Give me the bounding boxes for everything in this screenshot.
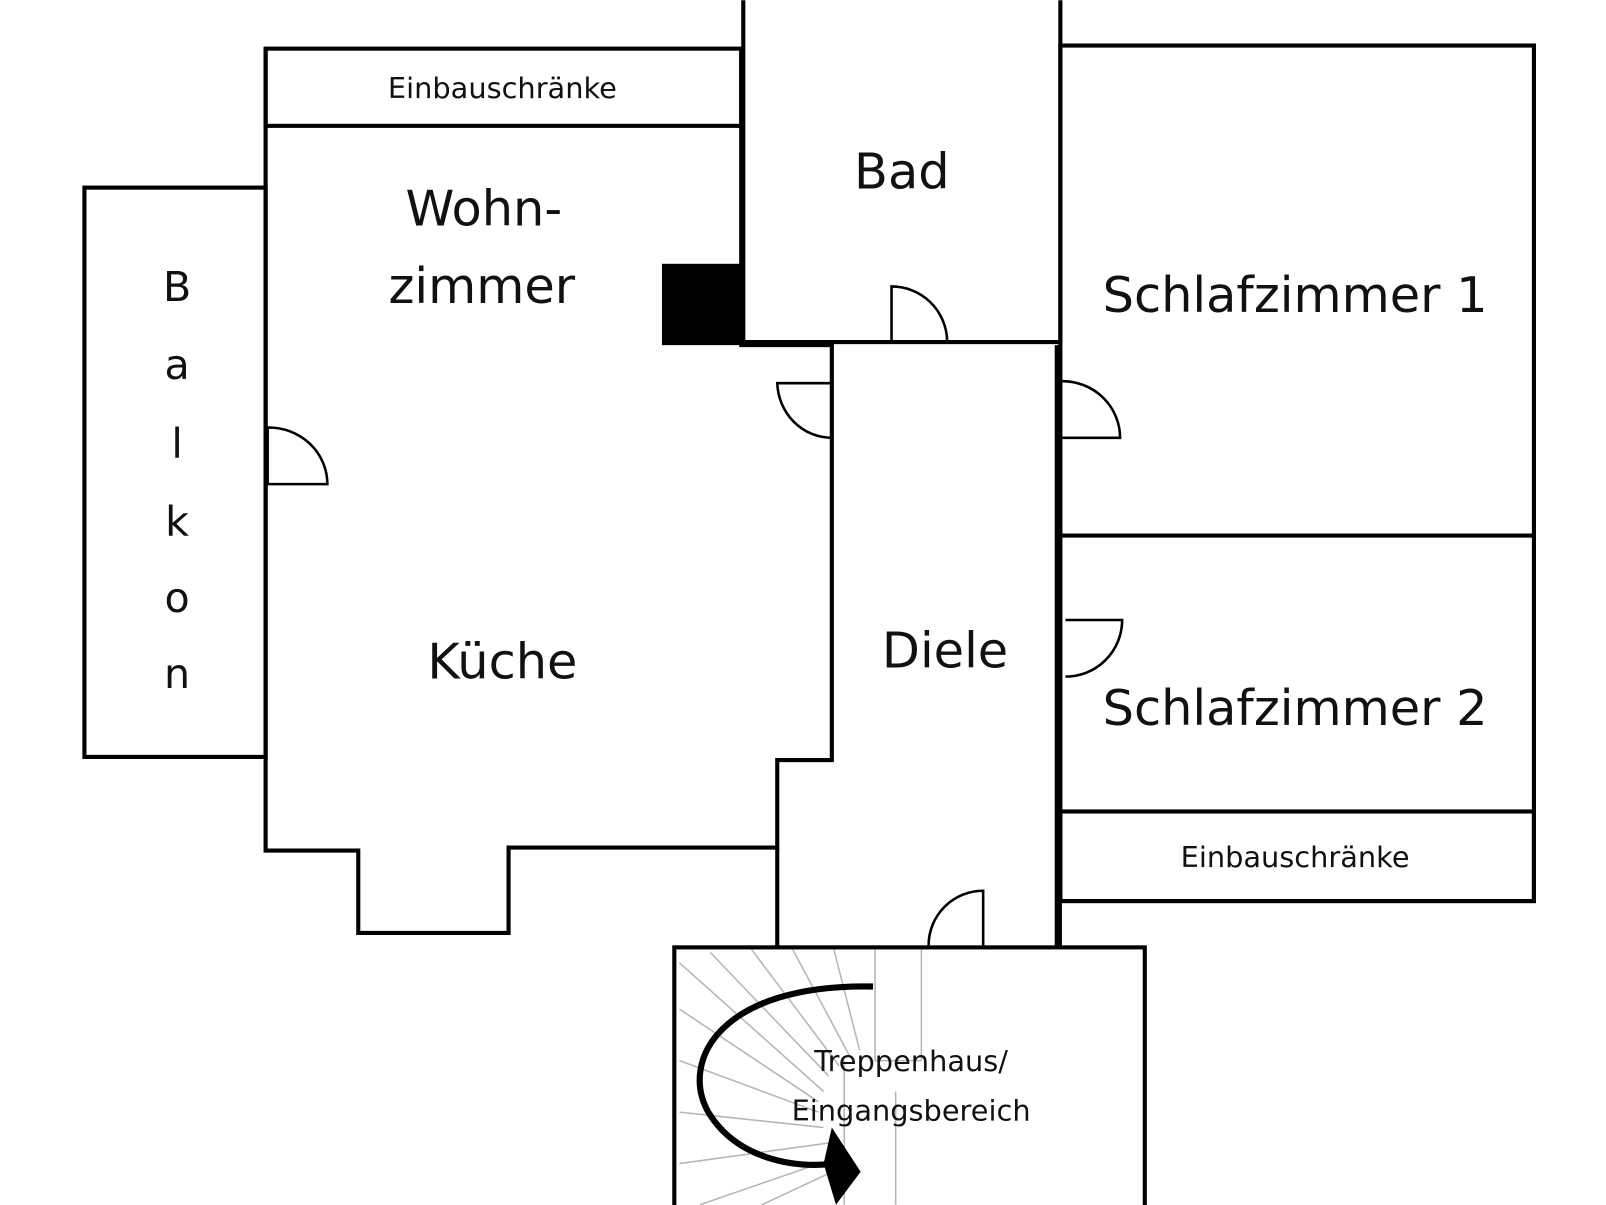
label-bath: Bad (854, 143, 950, 201)
door-kitchen-hall (775, 381, 834, 440)
arrowhead-icon (823, 1127, 861, 1205)
label-living-2: zimmer (388, 257, 575, 315)
living-kitchen-walls (263, 48, 834, 936)
balcony-letter: k (165, 498, 189, 546)
balcony-letter: o (164, 574, 189, 622)
label-balcony: B a l k o n (163, 263, 191, 698)
balcony-letter: a (164, 341, 189, 389)
door-bedroom1 (1062, 379, 1122, 440)
label-stairwell-1: Treppenhaus/ (813, 1044, 1008, 1078)
label-hall: Diele (882, 621, 1008, 679)
door-balcony (266, 426, 329, 486)
label-kitchen: Küche (427, 633, 577, 691)
built-in-cabinets-right (1058, 809, 1536, 904)
label-stairwell-2: Eingangsbereich (792, 1093, 1031, 1127)
balcony-letter: n (164, 650, 190, 698)
stair-direction-arrow (696, 983, 874, 1168)
label-living-1: Wohn- (406, 180, 563, 238)
balcony-letter: B (163, 263, 191, 311)
door-bedroom2 (1065, 618, 1124, 678)
label-bedroom2: Schlafzimmer 2 (1103, 679, 1488, 737)
label-cabinets-right: Einbauschränke (1181, 840, 1410, 874)
balcony-letter: l (171, 419, 182, 467)
stairwell (672, 945, 1147, 1205)
label-cabinets-top: Einbauschränke (388, 71, 617, 105)
bedrooms-block (1058, 43, 1536, 904)
chimney-block (661, 263, 744, 346)
balcony (82, 185, 268, 759)
door-entrance (927, 889, 985, 946)
door-bath (890, 285, 949, 341)
label-bedroom1: Schlafzimmer 1 (1103, 266, 1488, 324)
